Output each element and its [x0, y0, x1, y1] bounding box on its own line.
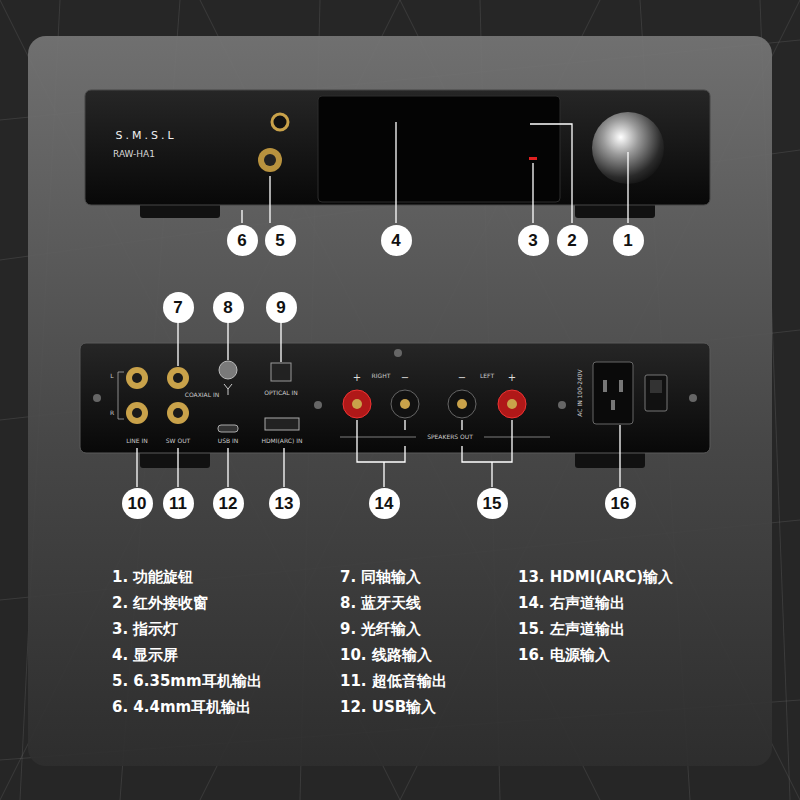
brand-text: RAW-HA1: [113, 150, 155, 160]
legend-item: 3. 指示灯: [112, 621, 178, 638]
callout-number: 3: [528, 232, 537, 249]
callout-circle: 2: [557, 225, 588, 256]
callout-circle: 13: [269, 488, 300, 519]
callout-number: 8: [223, 299, 232, 316]
legend-item: 6. 4.4mm耳机输出: [112, 699, 251, 716]
legend-item: 4. 显示屏: [112, 647, 178, 664]
legend-item: 1. 功能旋钮: [112, 569, 193, 586]
callout-number: 7: [173, 299, 182, 316]
leader-lines: [137, 322, 620, 487]
callout-number: 4: [391, 232, 400, 249]
callout-number: 11: [169, 495, 187, 512]
callout-number: 10: [128, 495, 147, 512]
callout-circle: 4: [381, 225, 412, 256]
callout-circle: 8: [213, 292, 244, 323]
rear-view: [80, 343, 710, 468]
port-label: LEFT: [480, 373, 494, 380]
callout-number: 12: [219, 495, 238, 512]
legend-item: 8. 蓝牙天线: [340, 595, 421, 612]
callout-circle: 15: [477, 488, 508, 519]
legend-item: 10. 线路输入: [340, 647, 432, 664]
legend-item: 16. 电源输入: [518, 647, 610, 664]
callout-number: 15: [483, 495, 502, 512]
callout-circle: 10: [122, 488, 153, 519]
port-label: L: [110, 373, 113, 380]
callout-number: 9: [276, 299, 285, 316]
callout-number: 16: [611, 495, 630, 512]
legend-item: 14. 右声道输出: [518, 595, 625, 612]
callout-number: 13: [275, 495, 294, 512]
legend-item: 13. HDMI(ARC)输入: [518, 569, 673, 586]
legend-item: 5. 6.35mm耳机输出: [112, 673, 262, 690]
panel: [28, 36, 772, 766]
callout-circle: 9: [266, 292, 297, 323]
callout-circle: 3: [518, 225, 549, 256]
callout-circle: 16: [605, 488, 636, 519]
callout-circle: 6: [227, 225, 258, 256]
port-label: −: [401, 372, 409, 383]
callout-circle: 1: [613, 225, 644, 256]
legend-item: 11. 超低音输出: [340, 673, 447, 690]
port-label: OPTICAL IN: [264, 390, 298, 397]
callout-circle: 7: [163, 292, 194, 323]
port-label: +: [508, 372, 516, 383]
port-label: LINE IN: [126, 438, 148, 445]
port-label: COAXIAL IN: [185, 392, 219, 399]
callout-circle: 14: [369, 488, 400, 519]
port-label: USB IN: [218, 438, 238, 445]
callout-number: 2: [567, 232, 576, 249]
port-label: SW OUT: [166, 438, 190, 445]
port-label: SPEAKERS OUT: [427, 434, 473, 441]
callout-number: 6: [237, 232, 246, 249]
legend-item: 7. 同轴输入: [340, 569, 421, 586]
callout-number: 5: [275, 232, 284, 249]
callout-circle: 5: [265, 225, 296, 256]
port-label: HDMI(ARC) IN: [261, 438, 302, 445]
callout-number: 14: [375, 495, 394, 512]
callout-circle: 11: [163, 488, 194, 519]
legend-item: 2. 红外接收窗: [112, 595, 208, 612]
port-label: R: [110, 410, 114, 417]
brand-text: S.M.S.L: [115, 130, 176, 142]
callout-circle: 12: [213, 488, 244, 519]
port-label: RIGHT: [372, 373, 391, 380]
legend-item: 9. 光纤输入: [340, 621, 421, 638]
callout-number: 1: [623, 232, 632, 249]
port-label: +: [353, 372, 361, 383]
legend-item: 12. USB输入: [340, 699, 436, 716]
port-label: −: [458, 372, 466, 383]
front-view: [85, 90, 710, 218]
leader-lines: [242, 122, 628, 223]
port-label: AC IN 100-240V: [577, 369, 584, 416]
legend-item: 15. 左声道输出: [518, 621, 625, 638]
